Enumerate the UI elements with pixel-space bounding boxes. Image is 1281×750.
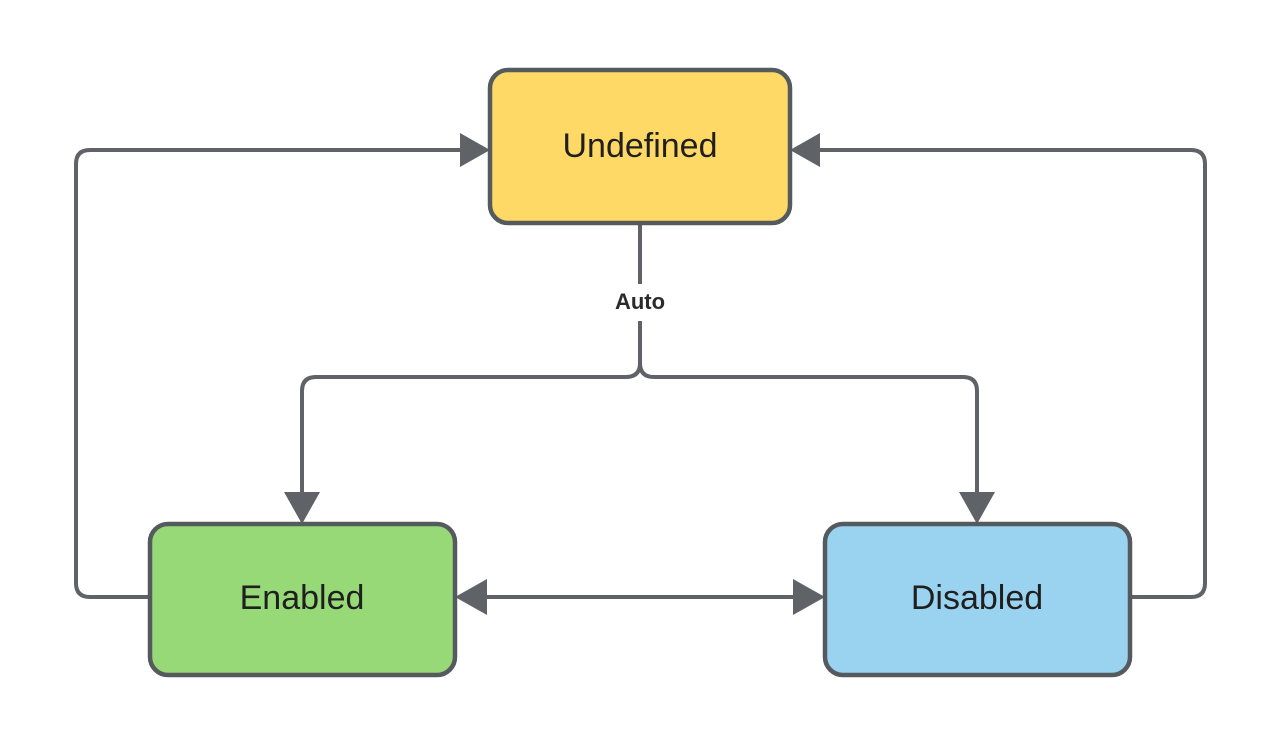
edge-enabled-to-undefined-path <box>74 148 462 599</box>
edge-enabled-to-undefined-arrowhead <box>460 133 490 167</box>
state-node-undefined-shape <box>487 67 793 226</box>
edge-label-auto: Auto <box>597 284 683 321</box>
edge-auto-left-branch-path <box>300 362 642 494</box>
state-node-enabled-label: Enabled <box>240 579 365 617</box>
edge-enabled-disabled-arrowhead-right <box>793 579 825 615</box>
state-node-disabled[interactable]: Disabled <box>822 521 1133 678</box>
edge-disabled-to-undefined[interactable] <box>790 133 1207 599</box>
state-node-undefined-label: Undefined <box>562 127 717 165</box>
state-node-enabled[interactable]: Enabled <box>147 521 458 678</box>
edge-undefined-auto-split[interactable] <box>284 223 995 524</box>
edge-label-auto-text: Auto <box>615 289 665 314</box>
edge-label-auto-background <box>597 284 683 321</box>
state-node-undefined[interactable]: Undefined <box>487 67 793 226</box>
edge-enabled-disabled-arrowhead-left <box>455 579 487 615</box>
state-node-disabled-shape <box>822 521 1133 678</box>
edge-auto-right-arrowhead <box>959 492 995 524</box>
edge-enabled-to-undefined[interactable] <box>74 133 490 599</box>
edge-enabled-disabled-bidirectional[interactable] <box>455 579 825 615</box>
edge-disabled-to-undefined-path <box>818 148 1207 599</box>
state-node-enabled-shape <box>147 521 458 678</box>
edge-auto-right-branch-path <box>638 362 979 494</box>
edge-auto-left-arrowhead <box>284 492 320 524</box>
edge-disabled-to-undefined-arrowhead <box>790 133 820 167</box>
state-node-disabled-label: Disabled <box>911 579 1043 617</box>
